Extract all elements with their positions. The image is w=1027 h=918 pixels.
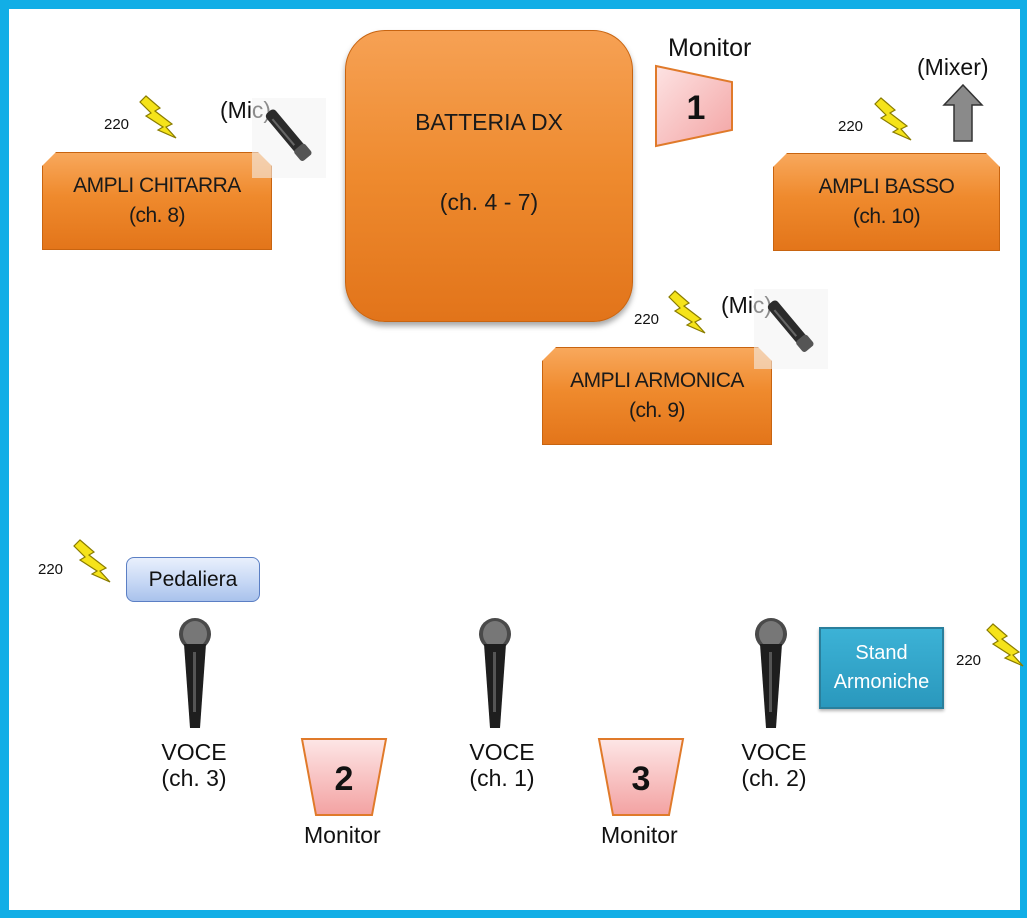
microphone-icon <box>479 618 511 728</box>
guitar-amp-name: AMPLI CHITARRA <box>73 174 241 197</box>
harmonica-stand-line1: Stand <box>855 642 908 664</box>
guitar-amp: AMPLI CHITARRA (ch. 8) <box>42 152 272 250</box>
bass-amp-channel: (ch. 10) <box>852 205 921 228</box>
monitor-1-label: Monitor <box>668 34 752 62</box>
voice-ch1-name: VOCE <box>469 739 535 765</box>
harmonica-stand: Stand Armoniche <box>819 627 944 709</box>
voice-ch2: VOCE (ch. 2) <box>714 739 834 791</box>
voice-ch2-name: VOCE <box>741 739 807 765</box>
power-label-bass: 220 <box>838 118 864 135</box>
voice-ch2-channel: (ch. 2) <box>741 765 807 791</box>
lightning-bolt-icon <box>73 539 111 583</box>
harmonica-amp: AMPLI ARMONICA (ch. 9) <box>542 347 772 445</box>
monitor-3-number: 3 <box>632 760 651 798</box>
drum-kit: BATTERIA DX (ch. 4 - 7) <box>345 30 633 322</box>
voice-ch3-channel: (ch. 3) <box>161 765 227 791</box>
voice-ch3: VOCE (ch. 3) <box>134 739 254 791</box>
monitor-wedge-icon: 3 <box>597 738 685 816</box>
bass-amp-name: AMPLI BASSO <box>818 175 955 198</box>
monitor-3-label: Monitor <box>601 822 678 848</box>
power-label-stand: 220 <box>956 652 982 669</box>
microphone-icon <box>755 618 787 728</box>
mixer-label: (Mixer) <box>917 54 989 80</box>
monitor-wedge-icon: 1 <box>655 64 733 148</box>
power-label-pedalboard: 220 <box>38 561 64 578</box>
lightning-bolt-icon <box>874 97 912 141</box>
lightning-bolt-icon <box>668 290 706 334</box>
lightning-bolt-icon <box>986 623 1024 667</box>
power-label-guitar: 220 <box>104 116 130 133</box>
harmonica-amp-channel: (ch. 9) <box>628 399 685 422</box>
dynamic-mic-icon <box>754 289 828 369</box>
voice-ch3-name: VOCE <box>161 739 227 765</box>
bass-amp: AMPLI BASSO (ch. 10) <box>773 153 1000 251</box>
harmonica-amp-name: AMPLI ARMONICA <box>570 369 744 392</box>
guitar-amp-channel: (ch. 8) <box>128 204 185 227</box>
arrow-up-icon <box>942 83 984 142</box>
monitor-2-label: Monitor <box>304 822 381 848</box>
monitor-wedge-icon: 2 <box>300 738 388 816</box>
voice-ch1-channel: (ch. 1) <box>469 765 535 791</box>
lightning-bolt-icon <box>139 95 177 139</box>
monitor-1-number: 1 <box>687 89 706 127</box>
power-label-harmonica: 220 <box>634 311 660 328</box>
dynamic-mic-icon <box>252 98 326 178</box>
microphone-icon <box>179 618 211 728</box>
voice-ch1: VOCE (ch. 1) <box>442 739 562 791</box>
drum-kit-name: BATTERIA DX <box>415 109 563 135</box>
harmonica-stand-line2: Armoniche <box>833 671 930 693</box>
monitor-2-number: 2 <box>335 760 354 798</box>
pedalboard: Pedaliera <box>126 557 260 602</box>
drum-kit-channels: (ch. 4 - 7) <box>439 189 539 215</box>
